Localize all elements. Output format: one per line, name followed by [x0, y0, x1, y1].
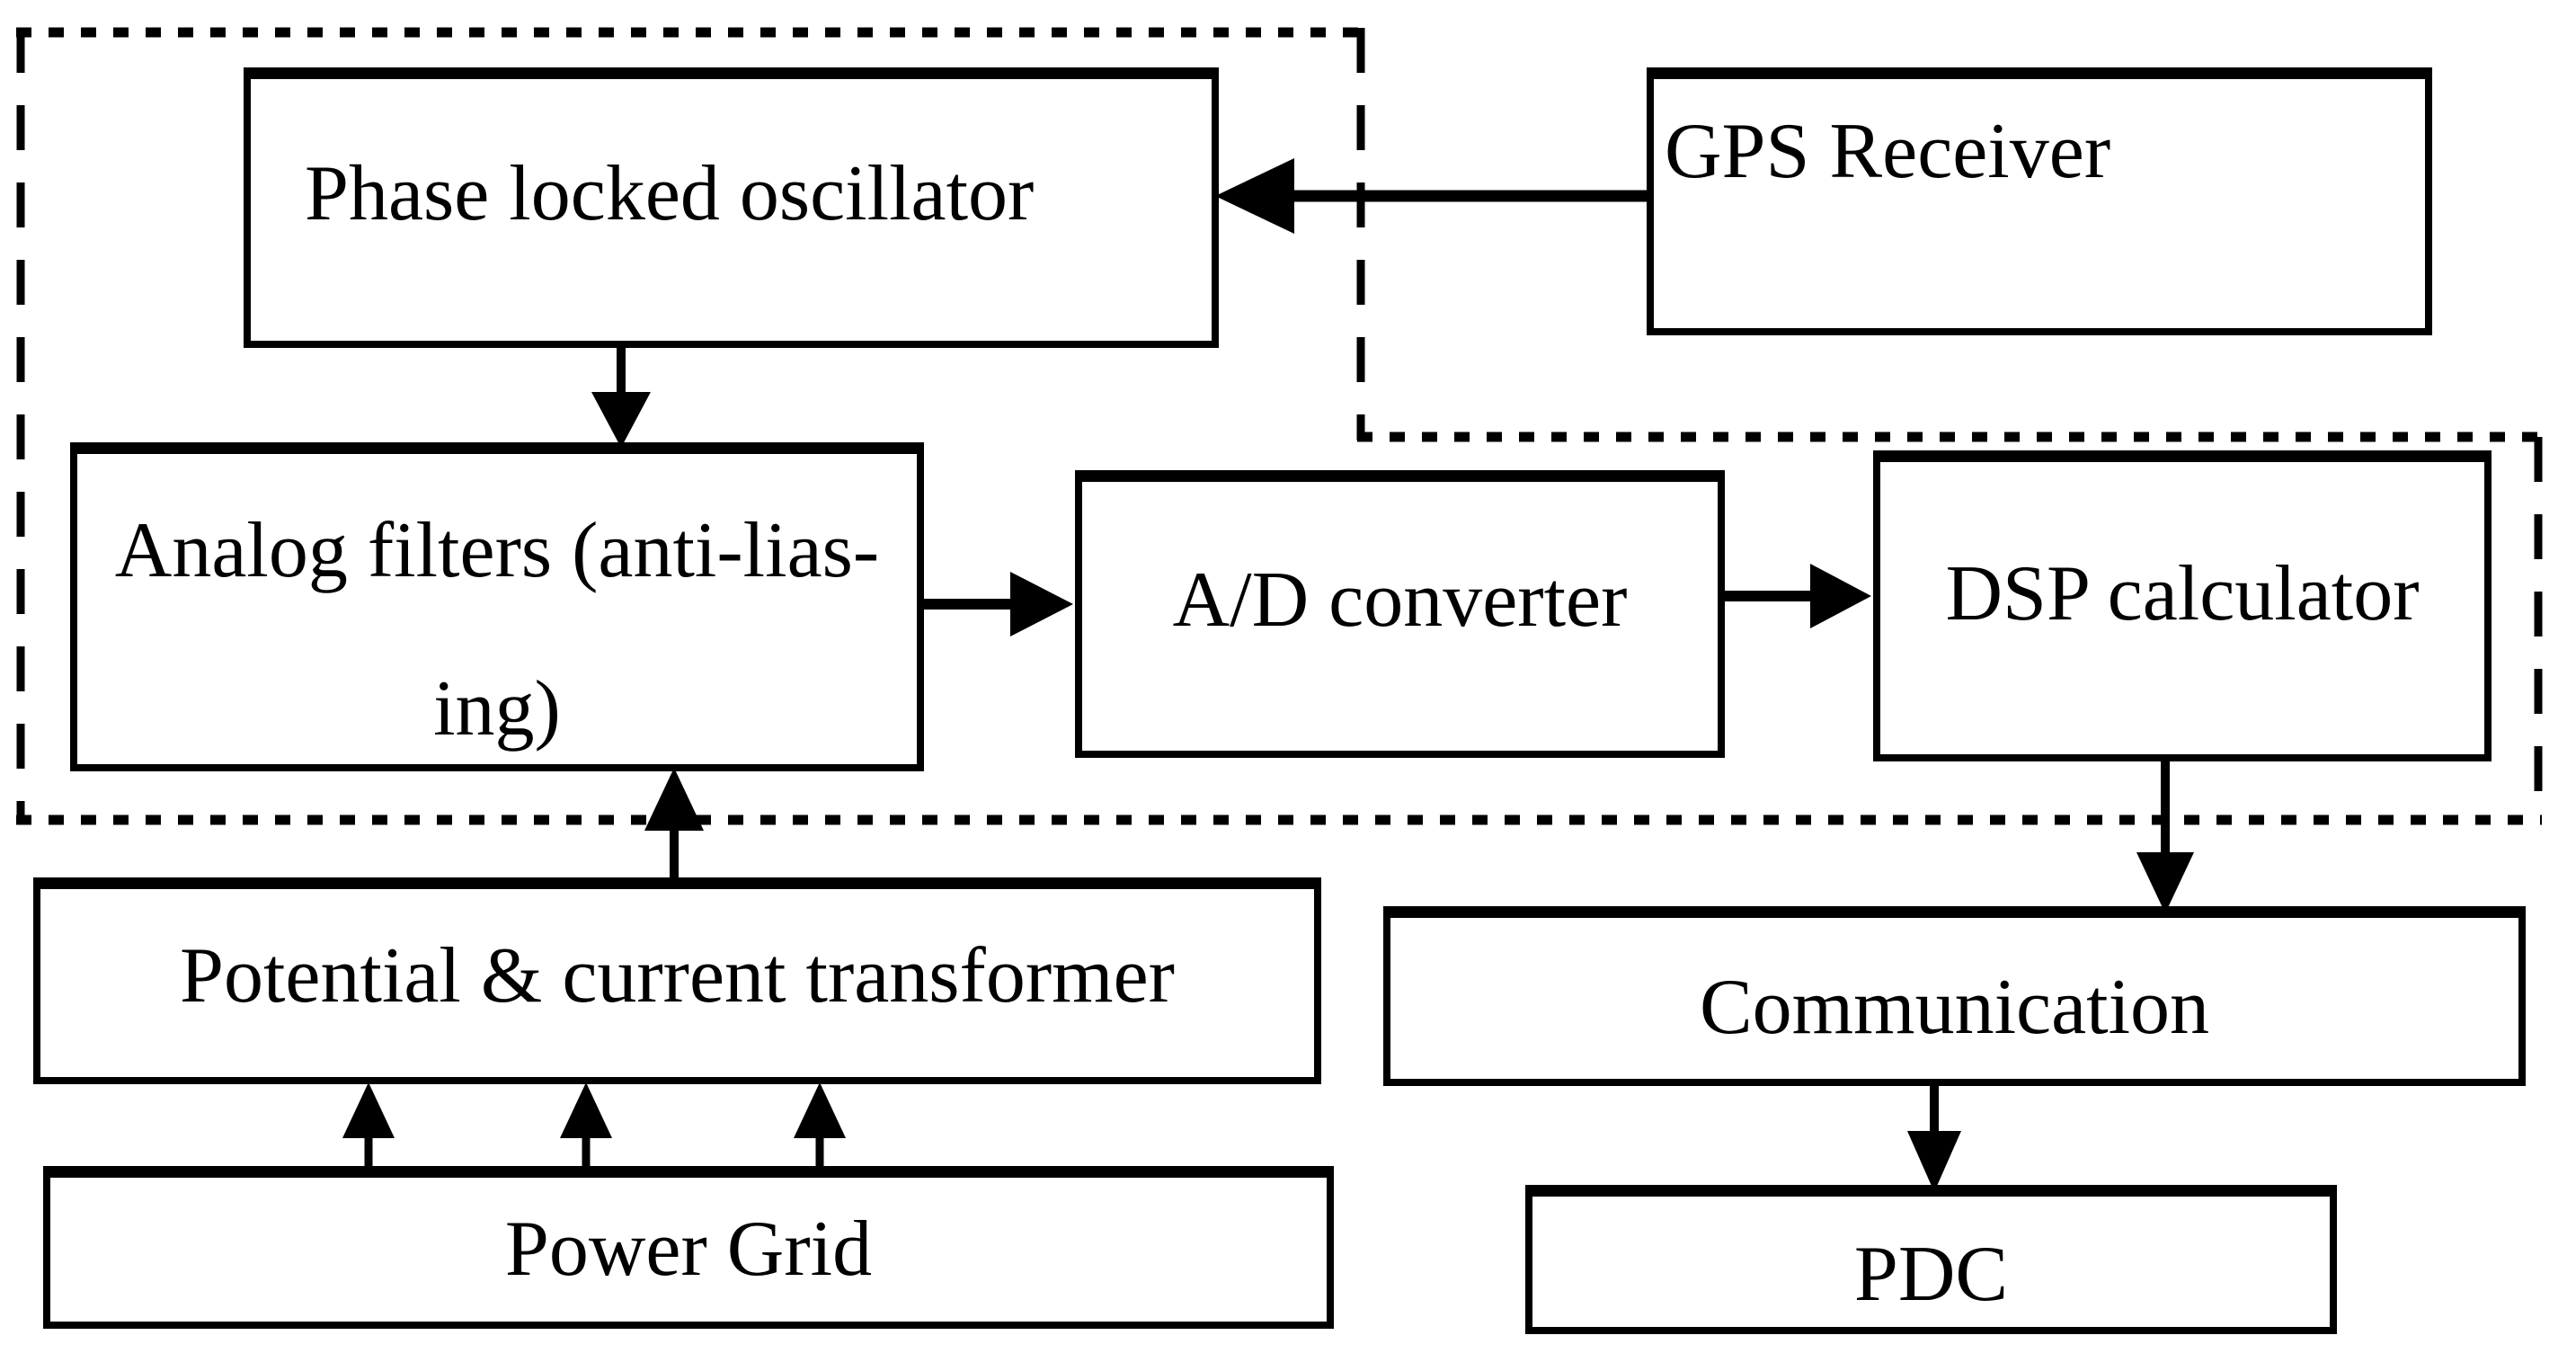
- node-ad-converter: A/D converter: [1075, 470, 1725, 758]
- arrow-ad-converter-to-dsp: [1725, 564, 1871, 628]
- node-potential-current-transformer-label: Potential & current transformer: [180, 931, 1175, 1019]
- arrow-communication-to-pdc: [1907, 1086, 1961, 1192]
- arrow-dsp-to-communication: [2136, 761, 2194, 913]
- node-potential-current-transformer: Potential & current transformer: [33, 877, 1321, 1084]
- node-pdc: PDC: [1525, 1185, 2337, 1334]
- arrow-analog-filters-to-ad-converter: [924, 572, 1073, 636]
- node-communication: Communication: [1383, 906, 2526, 1086]
- node-dsp-calculator-label: DSP calculator: [1945, 549, 2420, 637]
- pmu-dashed-boundary: [16, 27, 2543, 825]
- node-dsp-calculator: DSP calculator: [1873, 450, 2492, 761]
- node-ad-converter-label: A/D converter: [1172, 556, 1628, 644]
- arrow-gps-to-oscillator: [1215, 158, 1647, 234]
- node-gps-receiver-label: GPS Receiver: [1665, 108, 2111, 195]
- node-analog-filters: Analog filters (anti-lias- ing): [70, 442, 924, 771]
- node-power-grid-label: Power Grid: [504, 1206, 873, 1294]
- node-analog-filters-label-line1: Analog filters (anti-lias-: [114, 507, 880, 594]
- arrows-power-grid-to-transformer: [342, 1082, 846, 1166]
- node-power-grid: Power Grid: [43, 1166, 1334, 1329]
- node-communication-label: Communication: [1699, 963, 2210, 1051]
- node-phase-locked-oscillator: Phase locked oscillator: [244, 67, 1219, 348]
- arrow-oscillator-to-analog-filters: [591, 348, 651, 448]
- arrow-transformer-to-analog-filters: [644, 768, 704, 877]
- node-phase-locked-oscillator-label: Phase locked oscillator: [305, 150, 1035, 237]
- node-gps-receiver: GPS Receiver: [1647, 67, 2432, 335]
- node-analog-filters-label-line2: ing): [433, 665, 561, 752]
- node-pdc-label: PDC: [1853, 1230, 2009, 1318]
